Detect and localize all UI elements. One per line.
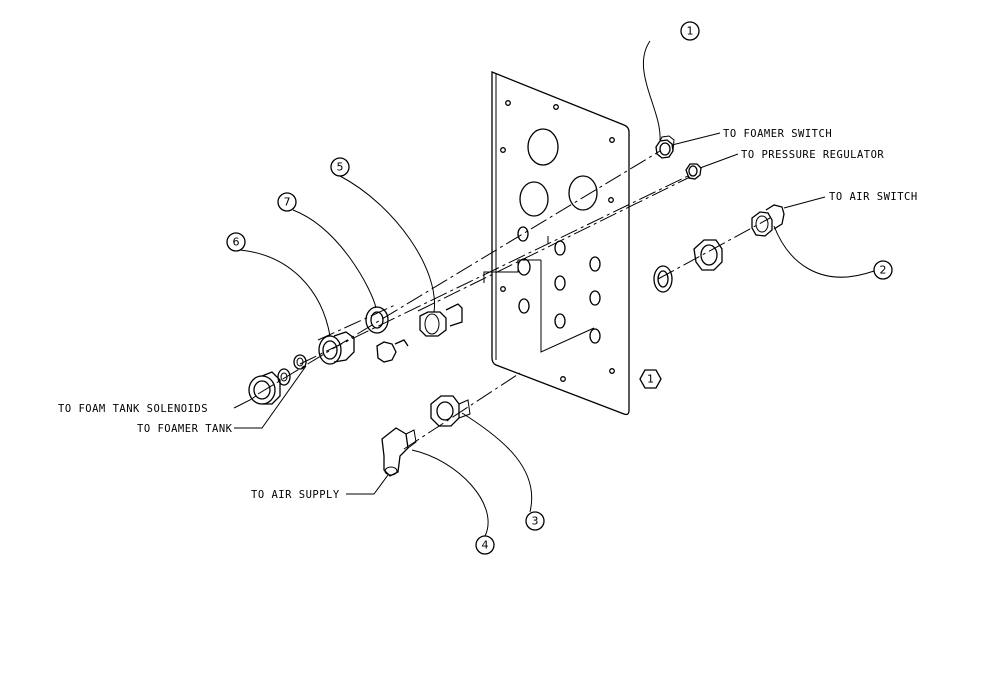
part-6-fitting [248,331,409,405]
part-3-hex-fitting [430,395,471,427]
label-air-switch: TO AIR SWITCH [829,191,918,203]
svg-text:1: 1 [647,373,654,386]
part-2-air-switch-fitting [653,204,785,293]
label-foamer-tank: TO FOAMER TANK [137,423,233,435]
label-foamer-switch: TO FOAMER SWITCH [723,128,832,140]
svg-text:7: 7 [284,196,291,209]
callout-1-top: 1 [680,21,700,41]
part-1-lock-nut [655,135,675,159]
leader-lines [233,40,875,537]
callout-5: 5 [330,157,350,177]
part-7-washer [365,306,389,334]
svg-text:1: 1 [687,25,694,38]
callout-6: 6 [226,232,246,252]
part-5-bulkhead-fitting [419,303,463,337]
svg-text:4: 4 [482,539,489,552]
assembly-centerlines [257,150,771,450]
svg-text:6: 6 [233,236,240,249]
callout-2: 2 [873,260,893,280]
part-4-elbow-fitting [381,427,417,477]
regulator-nut [685,163,702,180]
svg-text:2: 2 [880,264,887,277]
callout-4: 4 [475,535,495,555]
plate-hex-callout: 1 [639,369,662,389]
mounting-plate [483,71,630,416]
label-pressure-regulator: TO PRESSURE REGULATOR [741,149,884,161]
svg-text:5: 5 [337,161,344,174]
svg-text:3: 3 [532,515,539,528]
label-air-supply: TO AIR SUPPLY [251,489,340,501]
callout-7: 7 [277,192,297,212]
callout-3: 3 [525,511,545,531]
label-foam-tank-solenoids: TO FOAM TANK SOLENOIDS [58,403,208,415]
